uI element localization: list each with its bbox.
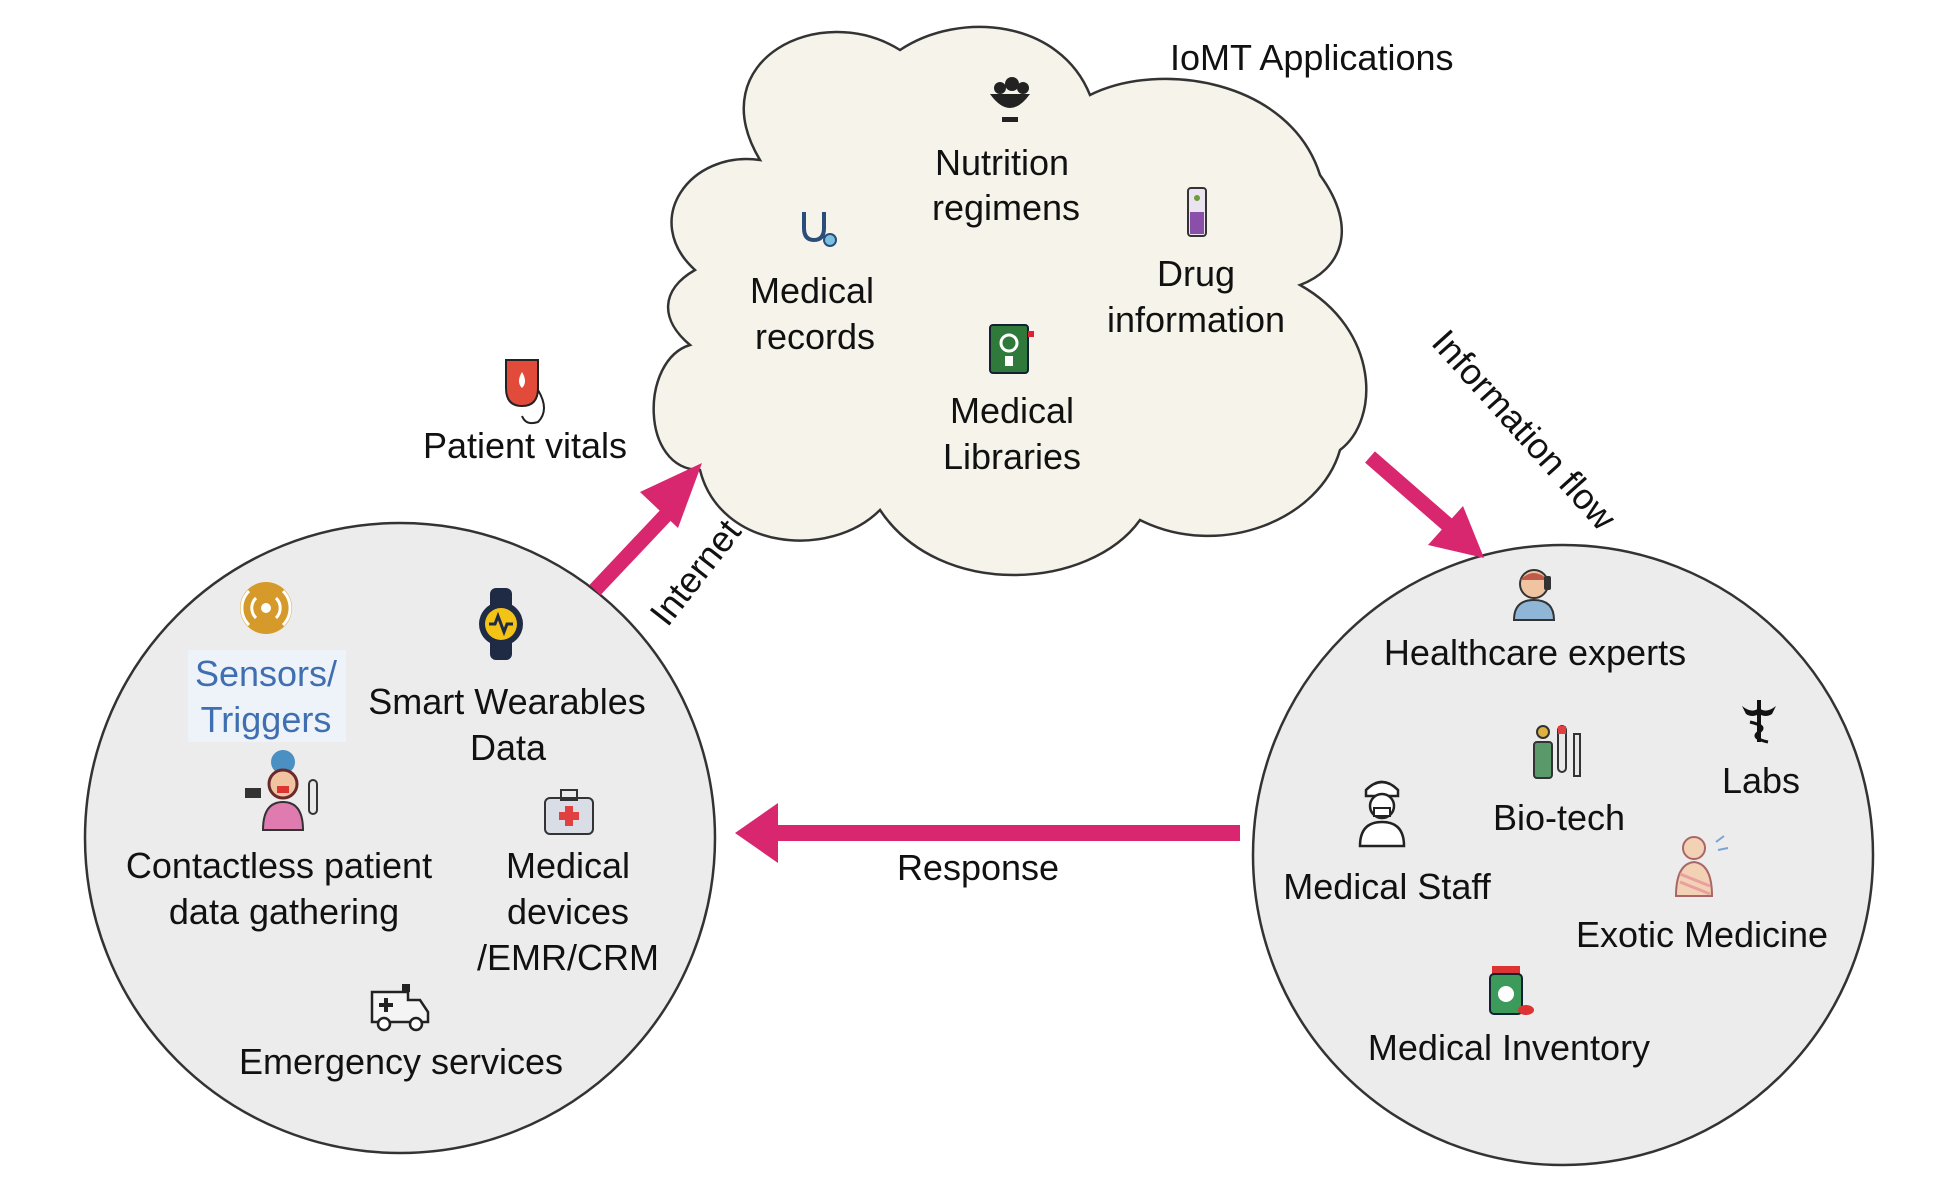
- lab-vials-icon: [1533, 725, 1581, 779]
- medicine-bottle-icon: [1489, 966, 1534, 1015]
- patient-vitals-label: Patient vitals: [423, 425, 627, 466]
- caduceus-icon: [1742, 700, 1776, 744]
- stethoscope-icon: [802, 212, 837, 247]
- biotech-label: Bio-tech: [1493, 797, 1625, 838]
- information-flow-arrow: [1365, 451, 1484, 558]
- records-label-2: records: [755, 316, 875, 357]
- provider-side-circle: [1251, 543, 1875, 1167]
- experts-label: Healthcare experts: [1384, 632, 1686, 673]
- libraries-label-1: Medical: [950, 390, 1074, 431]
- drug-label-1: Drug: [1157, 253, 1235, 294]
- devices-label-2: devices: [507, 891, 629, 932]
- wearables-label-2: Data: [470, 727, 547, 768]
- drug-label-2: information: [1107, 299, 1285, 340]
- nutrition-label-1: Nutrition: [935, 142, 1069, 183]
- sensor-signal-icon: [240, 582, 292, 634]
- cloud-title: IoMT Applications: [1170, 37, 1453, 78]
- contactless-patient-icon: [245, 750, 318, 831]
- inventory-label: Medical Inventory: [1368, 1027, 1650, 1068]
- exotic-label: Exotic Medicine: [1576, 914, 1828, 955]
- medical-staff-icon: [1358, 780, 1406, 848]
- response-arrow: [735, 803, 1240, 863]
- sensors-label-2: Triggers: [201, 699, 332, 740]
- contactless-label-2: data gathering: [169, 891, 399, 932]
- response-label: Response: [897, 847, 1059, 888]
- smartwatch-icon: [479, 588, 523, 660]
- doctor-phone-icon: [1512, 569, 1556, 621]
- wearables-label-1: Smart Wearables: [368, 681, 645, 722]
- staff-label: Medical Staff: [1283, 866, 1491, 907]
- nutrition-label-2: regimens: [932, 187, 1080, 228]
- records-label-1: Medical: [750, 270, 874, 311]
- exotic-medicine-icon: [1674, 835, 1729, 897]
- devices-label-3: /EMR/CRM: [477, 937, 659, 978]
- libraries-label-2: Libraries: [943, 436, 1081, 477]
- medical-library-book-icon: [989, 324, 1034, 374]
- sensors-highlight: [188, 650, 346, 742]
- internet-arrow: [589, 463, 702, 596]
- blood-bag-icon: [505, 359, 545, 425]
- emergency-label: Emergency services: [239, 1041, 563, 1082]
- drug-vial-icon: [1187, 187, 1207, 237]
- iomt-cloud: [652, 25, 1368, 577]
- ambulance-icon: [370, 984, 430, 1032]
- labs-label: Labs: [1722, 760, 1800, 801]
- nutrition-bowl-icon: [990, 77, 1030, 122]
- devices-label-1: Medical: [506, 845, 630, 886]
- information-flow-label: Information flow: [1424, 321, 1625, 538]
- sensors-label-1: Sensors/: [195, 653, 337, 694]
- medical-kit-icon: [544, 789, 594, 835]
- contactless-label-1: Contactless patient: [126, 845, 432, 886]
